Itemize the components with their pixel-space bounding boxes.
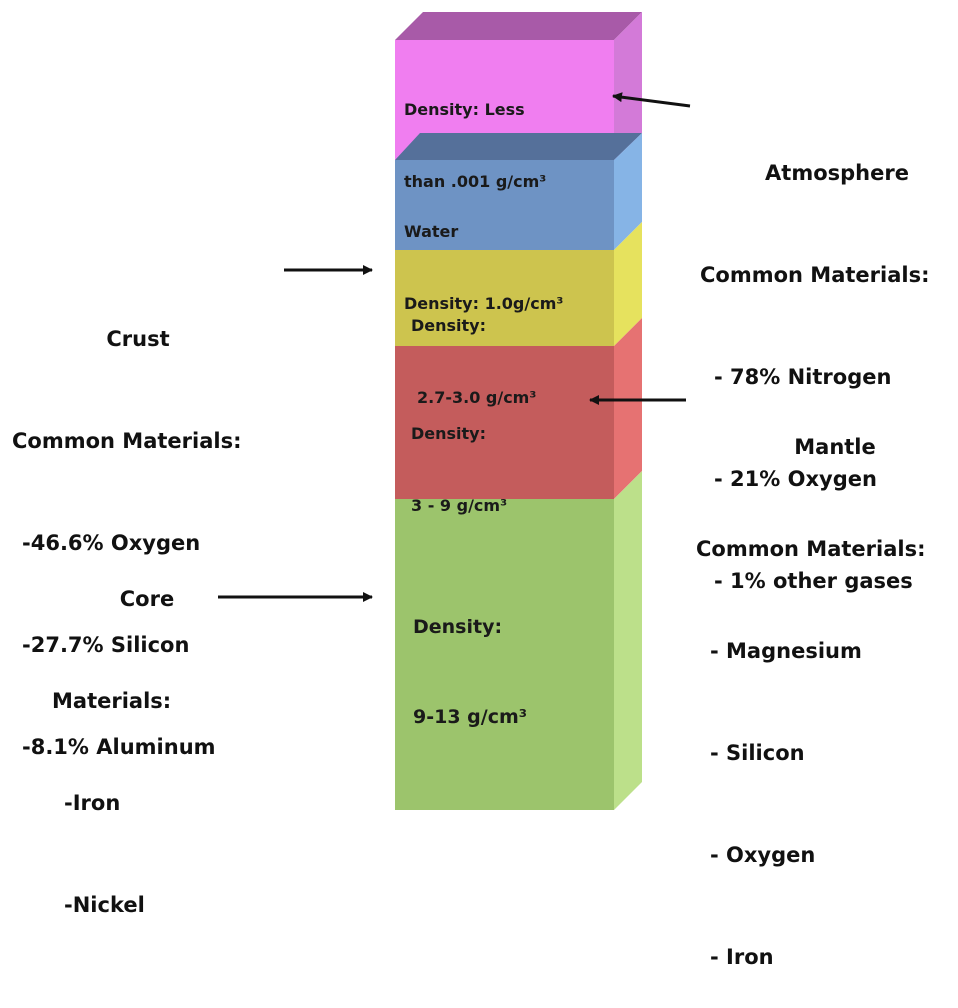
crust-material-1: -46.6% Oxygen: [22, 531, 201, 555]
core-callout: Core Materials: -Iron -Nickel: [52, 514, 242, 956]
atmosphere-material-2: - 21% Oxygen: [714, 467, 877, 491]
atmosphere-density-label: Density: Less than .001 g/cm³: [404, 50, 546, 218]
core-density-line2: 9-13 g/cm³: [413, 706, 528, 728]
mantle-material-1: - Magnesium: [710, 639, 862, 663]
water-label: Water: [404, 222, 459, 241]
mantle-density-line1: Density:: [411, 424, 487, 443]
atmosphere-density-line2: than .001 g/cm³: [404, 172, 547, 191]
mantle-front-face: [395, 346, 614, 499]
atmosphere-subtitle: Common Materials:: [700, 263, 930, 287]
atmosphere-density-line1: Density: Less: [404, 100, 525, 119]
core-front-face: [395, 499, 614, 810]
crust-material-3: -8.1% Aluminum: [22, 735, 216, 759]
atmosphere-top-face: [395, 12, 642, 40]
water-top-face: [395, 133, 642, 160]
mantle-material-3: - Oxygen: [710, 843, 816, 867]
mantle-density-label: Density: 3 - 9 g/cm³: [411, 374, 507, 542]
core-density-line1: Density:: [413, 616, 503, 638]
crust-front-face: [395, 250, 614, 346]
core-side-face: [614, 471, 642, 810]
water-density-label: Water Density: 1.0g/cm³: [404, 172, 563, 340]
crust-callout: Crust Common Materials: -46.6% Oxygen -2…: [12, 254, 264, 798]
atmosphere-side-face: [614, 12, 642, 160]
crust-title: Crust: [106, 327, 170, 351]
atmosphere-callout: Atmosphere Common Materials: - 78% Nitro…: [700, 88, 958, 632]
earth-layers-column: [218, 12, 691, 810]
core-title: Core: [119, 587, 175, 611]
core-subtitle: Materials:: [52, 689, 172, 713]
core-material-2: -Nickel: [64, 893, 145, 917]
mantle-title: Mantle: [794, 435, 876, 459]
atmosphere-material-1: - 78% Nitrogen: [714, 365, 892, 389]
mantle-material-4: - Iron: [710, 945, 774, 969]
atmosphere-title: Atmosphere: [765, 161, 909, 185]
mantle-material-2: - Silicon: [710, 741, 805, 765]
mantle-density-line2: 3 - 9 g/cm³: [411, 496, 508, 515]
crust-side-face: [614, 222, 642, 346]
crust-density-label: Density: 2.7-3.0 g/cm³: [411, 266, 536, 434]
atmosphere-arrow: [612, 92, 691, 108]
water-density-value: Density: 1.0g/cm³: [404, 294, 564, 313]
water-front-face: [395, 160, 614, 250]
crust-density-line1: Density:: [411, 316, 487, 335]
core-density-label: Density: 9-13 g/cm³: [413, 552, 527, 762]
mantle-callout: Mantle Common Materials: - Magnesium - S…: [696, 362, 958, 1008]
crust-subtitle: Common Materials:: [12, 429, 242, 453]
water-side-face: [614, 133, 642, 250]
crust-density-line2: 2.7-3.0 g/cm³: [417, 388, 537, 407]
crust-material-2: -27.7% Silicon: [22, 633, 190, 657]
mantle-side-face: [614, 318, 642, 499]
atmosphere-material-3: - 1% other gases: [714, 569, 913, 593]
core-material-1: -Iron: [64, 791, 121, 815]
mantle-subtitle: Common Materials:: [696, 537, 926, 561]
